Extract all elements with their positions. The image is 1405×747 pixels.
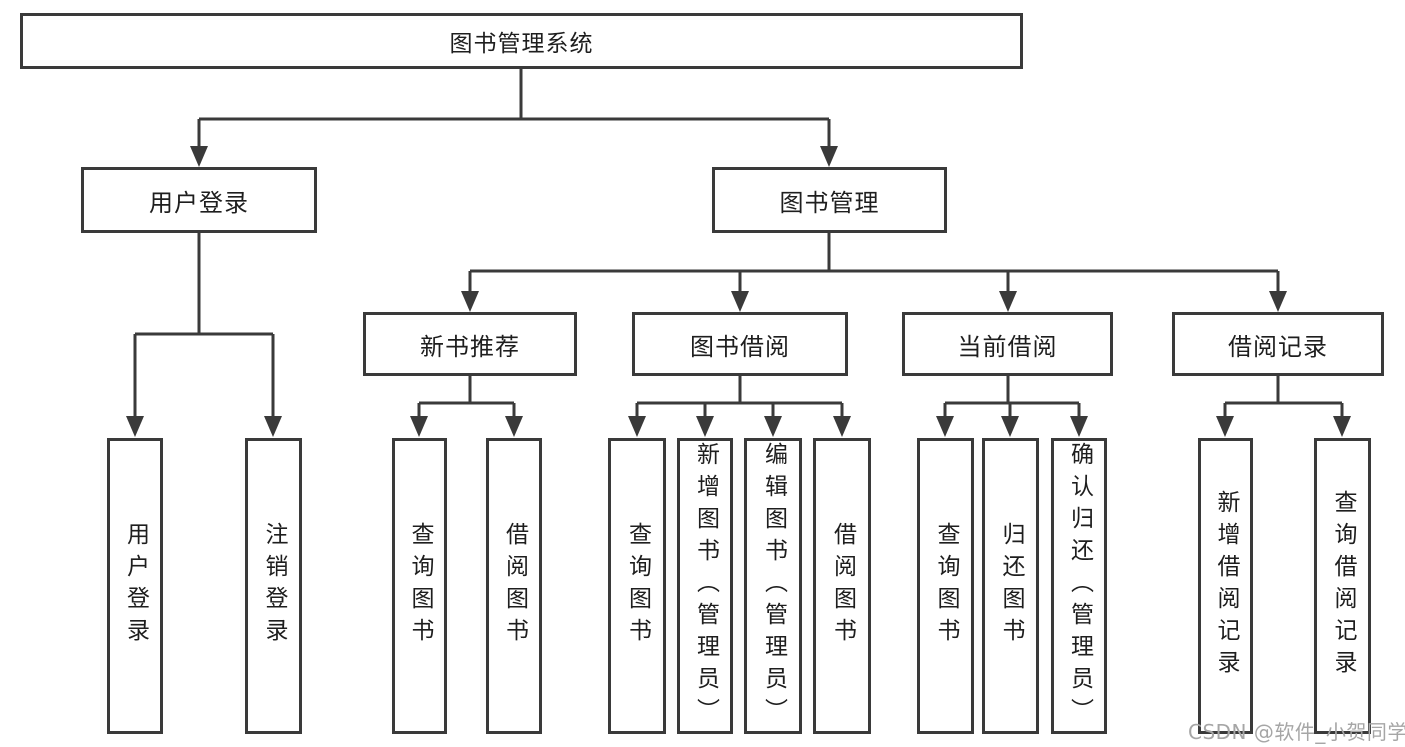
connector-recommend-to-leaves — [410, 376, 523, 437]
arrowhead-icon — [190, 146, 208, 167]
leaf-add-book-admin: 新增图书（管理员） — [677, 438, 733, 734]
arrowhead-icon — [1001, 416, 1019, 437]
connector-root-to-level2 — [190, 69, 838, 167]
arrowhead-icon — [764, 416, 782, 437]
arrowhead-icon — [1269, 291, 1287, 312]
arrowhead-icon — [731, 291, 749, 312]
leaf-borrow-query-books: 查询图书 — [608, 438, 666, 734]
arrowhead-icon — [126, 416, 144, 437]
arrowhead-icon — [833, 416, 851, 437]
node-user-login: 用户登录 — [81, 167, 317, 233]
leaf-borrow-book: 借阅图书 — [813, 438, 871, 734]
arrowhead-icon — [696, 416, 714, 437]
node-borrow-records: 借阅记录 — [1172, 312, 1384, 376]
arrowhead-icon — [820, 146, 838, 167]
leaf-user-login: 用户登录 — [107, 438, 163, 734]
node-root: 图书管理系统 — [20, 13, 1023, 69]
arrowhead-icon — [936, 416, 954, 437]
node-book-management: 图书管理 — [712, 167, 947, 233]
node-current-borrow: 当前借阅 — [902, 312, 1113, 376]
arrowhead-icon — [999, 291, 1017, 312]
leaf-recommend-borrow-books: 借阅图书 — [486, 438, 542, 734]
leaf-add-borrow-record: 新增借阅记录 — [1198, 438, 1253, 734]
arrowhead-icon — [410, 416, 428, 437]
leaf-logout: 注销登录 — [245, 438, 302, 734]
leaf-current-query-books: 查询图书 — [917, 438, 974, 734]
connector-user-login-to-leaves — [126, 233, 282, 437]
leaf-edit-book-admin: 编辑图书（管理员） — [744, 438, 802, 734]
arrowhead-icon — [505, 416, 523, 437]
leaf-return-book: 归还图书 — [982, 438, 1039, 734]
node-book-borrow: 图书借阅 — [632, 312, 848, 376]
node-new-book-recommend: 新书推荐 — [363, 312, 577, 376]
arrowhead-icon — [1333, 416, 1351, 437]
arrowhead-icon — [1070, 416, 1088, 437]
arrowhead-icon — [1216, 416, 1234, 437]
connector-records-to-leaves — [1216, 376, 1351, 437]
connector-book-management-to-level3 — [461, 233, 1287, 312]
arrowhead-icon — [461, 291, 479, 312]
watermark: CSDN @软件_小贺同学 — [1188, 720, 1405, 744]
arrowhead-icon — [264, 416, 282, 437]
connector-current-to-leaves — [936, 376, 1088, 437]
connector-borrow-to-leaves — [628, 376, 851, 437]
leaf-query-borrow-record: 查询借阅记录 — [1314, 438, 1371, 734]
leaf-confirm-return-admin: 确认归还（管理员） — [1051, 438, 1107, 734]
arrowhead-icon — [628, 416, 646, 437]
leaf-recommend-query-books: 查询图书 — [392, 438, 447, 734]
